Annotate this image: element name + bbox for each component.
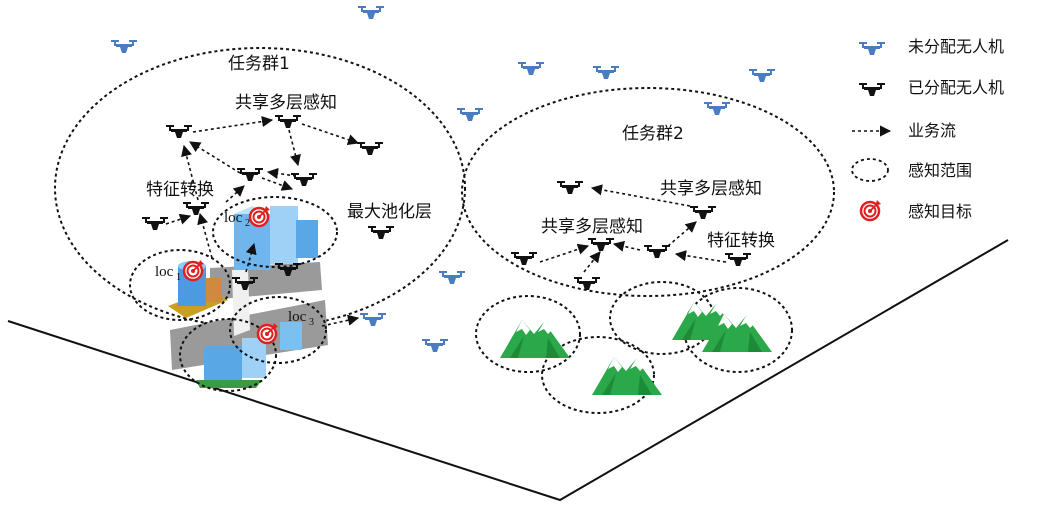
unassigned-drone-icon bbox=[749, 69, 775, 82]
svg-text:未分配无人机: 未分配无人机 bbox=[908, 37, 1004, 56]
perception-target-icon bbox=[859, 198, 883, 222]
assigned-drone-icon bbox=[166, 125, 192, 138]
svg-text:loc: loc bbox=[288, 309, 307, 325]
task-group-1-boundary bbox=[54, 47, 466, 329]
svg-text:3: 3 bbox=[309, 317, 314, 328]
svg-text:2: 2 bbox=[245, 218, 250, 229]
business-flows-group-1 bbox=[165, 115, 360, 327]
legend-item-perception-target: 感知目标 bbox=[859, 198, 972, 222]
perception-range-icon bbox=[851, 158, 889, 182]
feature-transform-label-1: 特征转换 bbox=[146, 180, 214, 200]
task-group-2-title: 任务群2 bbox=[622, 124, 684, 144]
unassigned-drone-icon bbox=[518, 62, 544, 75]
assigned-drone-icon bbox=[725, 253, 751, 266]
svg-text:感知范围: 感知范围 bbox=[908, 161, 972, 180]
max-pooling-label: 最大池化层 bbox=[347, 202, 432, 222]
assigned-drone-icon bbox=[183, 202, 209, 215]
assigned-drone-icon bbox=[511, 252, 537, 265]
unassigned-drone-icon bbox=[358, 6, 384, 19]
unassigned-drone-icon bbox=[704, 102, 730, 115]
assigned-drone-icon bbox=[644, 245, 670, 258]
perception-target-icon bbox=[248, 204, 272, 228]
loc2-label: loc 2 bbox=[224, 210, 250, 229]
assigned-drone-icon bbox=[275, 115, 301, 128]
building-loc3 bbox=[196, 322, 302, 388]
perception-target-icon bbox=[182, 258, 206, 282]
loc1-label: loc 1 bbox=[155, 264, 181, 283]
perception-range-mountain-2 bbox=[541, 336, 655, 414]
perception-range-mountain-1 bbox=[475, 295, 581, 373]
svg-text:loc: loc bbox=[224, 210, 243, 226]
svg-text:业务流: 业务流 bbox=[908, 121, 956, 140]
ground-plane bbox=[7, 239, 1009, 502]
unassigned-drone-icon bbox=[360, 313, 386, 326]
unassigned-drone-icon bbox=[422, 339, 448, 352]
perception-range-loc2 bbox=[212, 196, 338, 268]
unassigned-drone-icon bbox=[457, 108, 483, 121]
svg-text:感知目标: 感知目标 bbox=[908, 202, 972, 221]
task-group-1-title: 任务群1 bbox=[228, 54, 290, 74]
unassigned-drone-icon bbox=[859, 42, 885, 55]
assigned-drone-icon bbox=[368, 226, 394, 239]
assigned-drone-icon bbox=[291, 173, 317, 186]
unassigned-drone-icon bbox=[439, 271, 465, 284]
svg-text:loc: loc bbox=[155, 264, 174, 280]
building-loc2 bbox=[234, 206, 318, 270]
unassigned-drone-icon bbox=[593, 66, 619, 79]
shared-perception-label-2b: 共享多层感知 bbox=[541, 217, 643, 237]
legend: 未分配无人机 已分配无人机 业务流 感知范围 感知目标 bbox=[851, 37, 1004, 222]
assigned-drone-icon bbox=[690, 206, 716, 219]
loc3-label: loc 3 bbox=[288, 309, 314, 328]
assigned-drone-icon bbox=[142, 217, 168, 230]
assigned-drone-icon bbox=[588, 238, 614, 251]
svg-text:已分配无人机: 已分配无人机 bbox=[908, 78, 1004, 97]
assigned-drone-icon bbox=[237, 168, 263, 181]
perception-target-icon bbox=[256, 321, 280, 345]
assigned-drone-icon bbox=[357, 142, 383, 155]
feature-transform-label-2: 特征转换 bbox=[707, 231, 775, 251]
assigned-drone-icon bbox=[557, 181, 583, 194]
legend-item-unassigned: 未分配无人机 bbox=[859, 37, 1004, 56]
task-group-2-boundary bbox=[461, 87, 835, 297]
legend-item-assigned: 已分配无人机 bbox=[859, 78, 1004, 97]
perception-range-loc3 bbox=[229, 296, 327, 364]
shared-perception-label-2a: 共享多层感知 bbox=[660, 179, 762, 199]
mountain-1 bbox=[500, 320, 570, 358]
perception-range-city bbox=[179, 318, 277, 392]
legend-item-business-flow: 业务流 bbox=[852, 121, 956, 140]
svg-text:1: 1 bbox=[176, 272, 181, 283]
unassigned-drone-icon bbox=[111, 40, 137, 53]
legend-item-perception-range: 感知范围 bbox=[851, 158, 972, 182]
business-flows-group-2 bbox=[539, 184, 727, 273]
perception-range-loc1 bbox=[129, 249, 231, 321]
assigned-drone-icon bbox=[859, 83, 885, 96]
shared-perception-label-1: 共享多层感知 bbox=[235, 93, 337, 113]
